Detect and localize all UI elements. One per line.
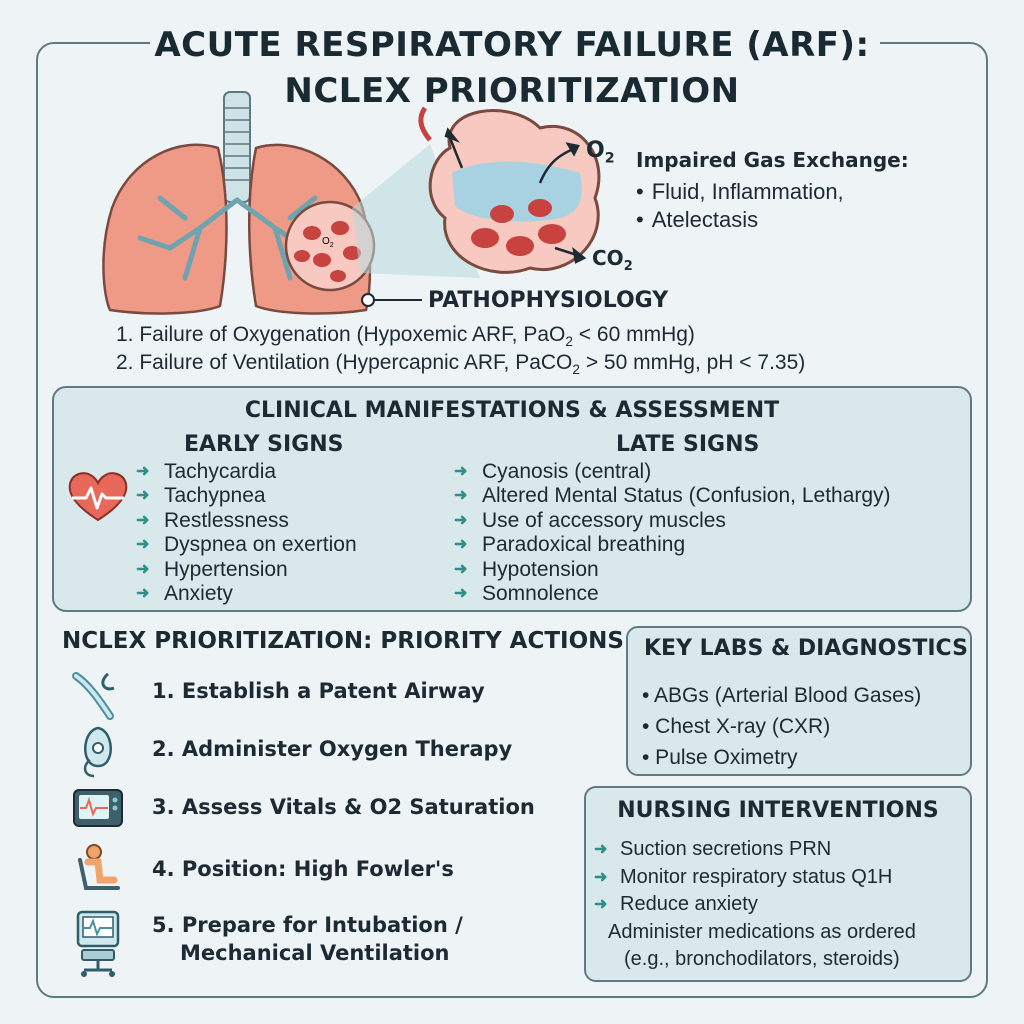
list-item: (e.g., bronchodilators, steroids) <box>624 948 900 970</box>
list-item: • Pulse Oximetry <box>642 746 798 769</box>
list-item: ➜Anxiety <box>136 582 233 606</box>
co2-label: CO2 <box>592 246 633 274</box>
list-item: ➜Suction secretions PRN <box>594 836 916 864</box>
arrow-icon: ➜ <box>454 536 468 554</box>
arrow-icon: ➜ <box>454 463 468 480</box>
list-item: ➜Cyanosis (central) <box>454 460 652 483</box>
ventilator-icon <box>76 910 120 977</box>
pathophysiology-line-1: 1. Failure of Oxygenation (Hypoxemic ARF… <box>116 323 695 350</box>
list-item: ➜Hypotension <box>454 557 599 581</box>
pathophysiology-line-2: 2. Failure of Ventilation (Hypercapnic A… <box>116 351 806 378</box>
list-item: ➜Altered Mental Status (Confusion, Letha… <box>454 484 891 508</box>
o2-label: O2 <box>586 138 615 167</box>
arrow-icon: ➜ <box>136 560 150 578</box>
arrow-icon: ➜ <box>454 487 468 505</box>
key-labs-panel: KEY LABS & DIAGNOSTICS • ABGs (Arterial … <box>626 626 972 776</box>
list-item: ➜Dyspnea on exertion <box>136 533 357 557</box>
gas-exchange-bullet: •Fluid, Inflammation, <box>636 179 844 204</box>
early-signs-list: ➜Tachycardia ➜Tachypnea ➜Restlessness ➜D… <box>136 460 357 606</box>
priority-action-5-continued: Mechanical Ventilation <box>180 941 450 965</box>
key-labs-list: • ABGs (Arterial Blood Gases) • Chest X-… <box>642 680 921 773</box>
trachea-icon <box>223 91 251 203</box>
priority-action-2: 2. Administer Oxygen Therapy <box>152 737 513 761</box>
late-signs-title: LATE SIGNS <box>616 432 760 457</box>
page-title: ACUTE RESPIRATORY FAILURE (ARF): NCLEX P… <box>140 22 884 114</box>
nursing-interventions-panel: NURSING INTERVENTIONS ➜Suction secretion… <box>584 786 972 982</box>
late-signs-list: ➜Cyanosis (central) ➜Altered Mental Stat… <box>454 460 891 606</box>
arrow-icon: ➜ <box>454 560 468 578</box>
list-item: ➜Use of accessory muscles <box>454 508 726 532</box>
list-item: ➜Monitor respiratory status Q1H <box>594 864 916 892</box>
pathophysiology-title: PATHOPHYSIOLOGY <box>428 288 669 313</box>
high-fowlers-position-icon <box>78 844 120 890</box>
list-item: ➜Restlessness <box>136 508 289 532</box>
arrow-icon: ➜ <box>136 585 150 603</box>
early-signs-title: EARLY SIGNS <box>184 432 344 457</box>
list-item: ➜Tachypnea <box>136 484 266 508</box>
priority-action-4: 4. Position: High Fowler's <box>152 857 454 881</box>
clinical-title: CLINICAL MANIFESTATIONS & ASSESSMENT <box>244 398 780 423</box>
magnifier-cone <box>352 144 480 278</box>
pointer-dot <box>361 293 375 307</box>
oxygen-mask-icon <box>83 726 112 778</box>
left-lung-icon <box>102 143 228 315</box>
list-item: Administer medications as ordered <box>608 920 916 943</box>
small-o2-label: O2 <box>322 236 334 249</box>
title-background <box>150 20 880 120</box>
alveolus-cluster-icon: O2 <box>284 200 376 292</box>
list-item: ➜Somnolence <box>454 582 599 606</box>
gas-flow-arrows <box>444 127 587 264</box>
arrow-icon: ➜ <box>454 585 468 603</box>
gas-exchange-bullet: •Atelectasis <box>636 207 759 232</box>
arrow-icon: ➜ <box>594 896 608 913</box>
arrow-icon: ➜ <box>136 536 150 554</box>
vital-signs-monitor-icon <box>73 789 123 827</box>
priority-action-3: 3. Assess Vitals & O2 Saturation <box>152 795 535 819</box>
priority-action-5: 5. Prepare for Intubation / <box>152 913 463 937</box>
title-line-2: NCLEX PRIORITIZATION <box>284 71 740 111</box>
priority-action-1: 1. Establish a Patent Airway <box>152 679 485 703</box>
priority-actions-title: NCLEX PRIORITIZATION: PRIORITY ACTIONS <box>62 628 624 654</box>
large-alveolus-icon <box>418 106 601 274</box>
list-item: • ABGs (Arterial Blood Gases) <box>642 684 922 707</box>
list-item: • Chest X-ray (CXR) <box>642 715 831 738</box>
gas-exchange-title: Impaired Gas Exchange: <box>636 148 909 172</box>
arrow-icon: ➜ <box>594 841 608 858</box>
arrow-icon: ➜ <box>136 511 150 529</box>
heart-monitor-icon <box>68 472 128 522</box>
arrow-icon: ➜ <box>594 868 608 886</box>
airway-tube-icon <box>72 672 115 720</box>
clinical-manifestations-panel: CLINICAL MANIFESTATIONS & ASSESSMENT EAR… <box>52 386 972 612</box>
title-line-1: ACUTE RESPIRATORY FAILURE (ARF): <box>154 25 870 65</box>
nursing-interventions-list: ➜Suction secretions PRN ➜Monitor respira… <box>594 836 916 974</box>
list-item: ➜Paradoxical breathing <box>454 533 686 557</box>
arrow-icon: ➜ <box>454 511 468 529</box>
lungs-alveolus-illustration: O2 <box>102 91 601 315</box>
arrow-icon: ➜ <box>136 487 150 505</box>
list-item: ➜Hypertension <box>136 557 288 581</box>
list-item: ➜Tachycardia <box>136 460 277 483</box>
nursing-interventions-title: NURSING INTERVENTIONS <box>617 798 939 823</box>
arrow-icon: ➜ <box>136 463 150 480</box>
list-item: ➜Reduce anxiety <box>594 891 916 919</box>
key-labs-title: KEY LABS & DIAGNOSTICS <box>644 636 968 661</box>
gas-exchange-panel: Impaired Gas Exchange: •Fluid, Inflammat… <box>636 148 976 234</box>
